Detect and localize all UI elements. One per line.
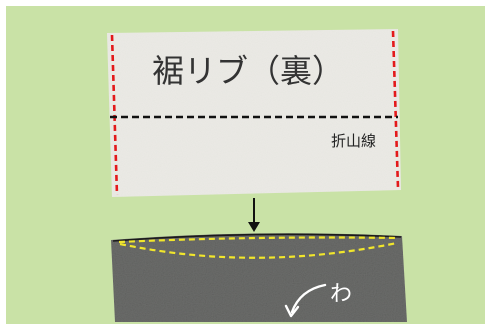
bottom-fabric-piece: わ <box>111 233 407 322</box>
down-arrow-head <box>248 222 260 232</box>
wa-label: わ <box>330 282 352 307</box>
bottom-fabric-top-edge <box>112 233 402 242</box>
curve-arrow-shaft <box>290 283 327 314</box>
left-seam-line <box>110 34 119 196</box>
top-fabric-piece: 裾リブ（裏） 折山線 <box>107 29 401 197</box>
bottom-fabric <box>111 233 407 322</box>
yellow-seam-line-lower <box>119 241 398 259</box>
title-label: 裾リブ（裏） <box>152 52 344 90</box>
down-arrow <box>248 198 260 232</box>
curve-arrow-head <box>284 304 300 318</box>
yellow-seam-line-upper <box>118 236 399 244</box>
right-seam-line <box>391 30 400 189</box>
fold-line-label: 折山線 <box>331 132 376 150</box>
top-fabric <box>107 29 401 197</box>
fold-curve-arrow <box>284 283 327 318</box>
